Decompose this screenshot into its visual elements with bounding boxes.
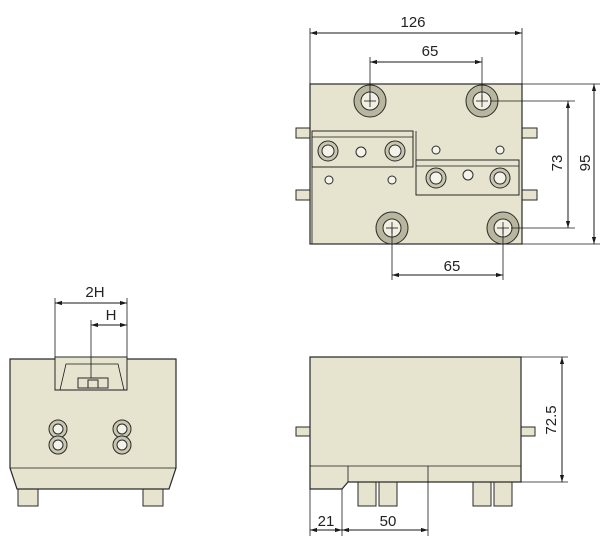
front-view: 2H H <box>9 284 177 507</box>
hole-icon <box>387 175 397 185</box>
dim-slot-width: 2H <box>85 284 104 301</box>
top-view: 126 65 65 73 95 <box>295 14 600 280</box>
hole-icon <box>355 146 367 158</box>
foot <box>472 479 492 507</box>
hole-icon <box>112 419 132 455</box>
tab-left-top <box>295 127 312 139</box>
foot <box>357 479 377 507</box>
tab-right-top <box>521 127 538 139</box>
hole-icon <box>317 140 339 162</box>
pin <box>520 426 536 437</box>
hole-icon <box>431 145 441 155</box>
hole-icon <box>324 175 334 185</box>
hole-icon <box>425 167 447 189</box>
tab-left-bottom <box>295 189 312 201</box>
foot <box>378 479 398 507</box>
side-view-body <box>309 356 522 490</box>
hole-icon <box>48 419 68 455</box>
dim-foot-spacing: 50 <box>380 513 397 530</box>
foot <box>17 487 39 507</box>
dim-top-spacing: 65 <box>422 43 439 60</box>
dim-total-width: 126 <box>400 14 425 31</box>
hole-icon <box>495 145 505 155</box>
side-view: 72.5 21 50 <box>295 356 568 536</box>
dim-bolt-spacing-vertical: 73 <box>549 155 566 172</box>
dim-offset: 21 <box>318 513 335 530</box>
hole-icon <box>489 167 511 189</box>
dim-height: 95 <box>577 155 594 172</box>
dim-side-height: 72.5 <box>543 405 560 434</box>
pin <box>295 426 311 437</box>
dim-slot-half: H <box>106 307 117 324</box>
hole-icon <box>384 140 406 162</box>
foot <box>142 487 164 507</box>
foot <box>493 479 513 507</box>
dim-bottom-spacing: 65 <box>444 258 461 275</box>
tab-right-bottom <box>521 189 538 201</box>
hole-icon <box>462 169 474 181</box>
